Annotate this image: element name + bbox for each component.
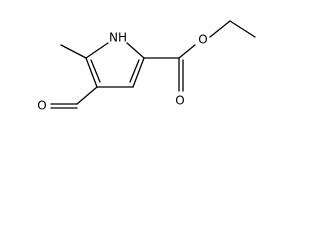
pyrrole-ring <box>85 42 145 88</box>
bond-n1-c2 <box>126 42 145 59</box>
bond-c4-c5-double <box>90 59 101 83</box>
ester-carbonyl-oxygen-label: O <box>175 94 184 108</box>
chemical-structure-diagram: NH O O O <box>37 20 256 113</box>
ethyl-o-ch2 <box>209 20 231 38</box>
ester-group <box>143 20 256 92</box>
methyl-bond <box>60 44 87 59</box>
aldehyde-oxygen-label: O <box>37 99 46 113</box>
ester-c-o-single <box>178 44 196 59</box>
bond-c2-c3-double <box>129 59 140 83</box>
bond-c2-c3 <box>132 57 145 88</box>
bond-c4-c5 <box>85 57 98 88</box>
ethyl-ch2-ch3 <box>229 20 256 38</box>
bond-c5-n1 <box>85 42 109 59</box>
nh-label: NH <box>109 31 127 45</box>
formyl-c-bond <box>76 86 98 105</box>
formyl-group <box>50 86 98 109</box>
ester-ether-oxygen-label: O <box>198 33 207 47</box>
